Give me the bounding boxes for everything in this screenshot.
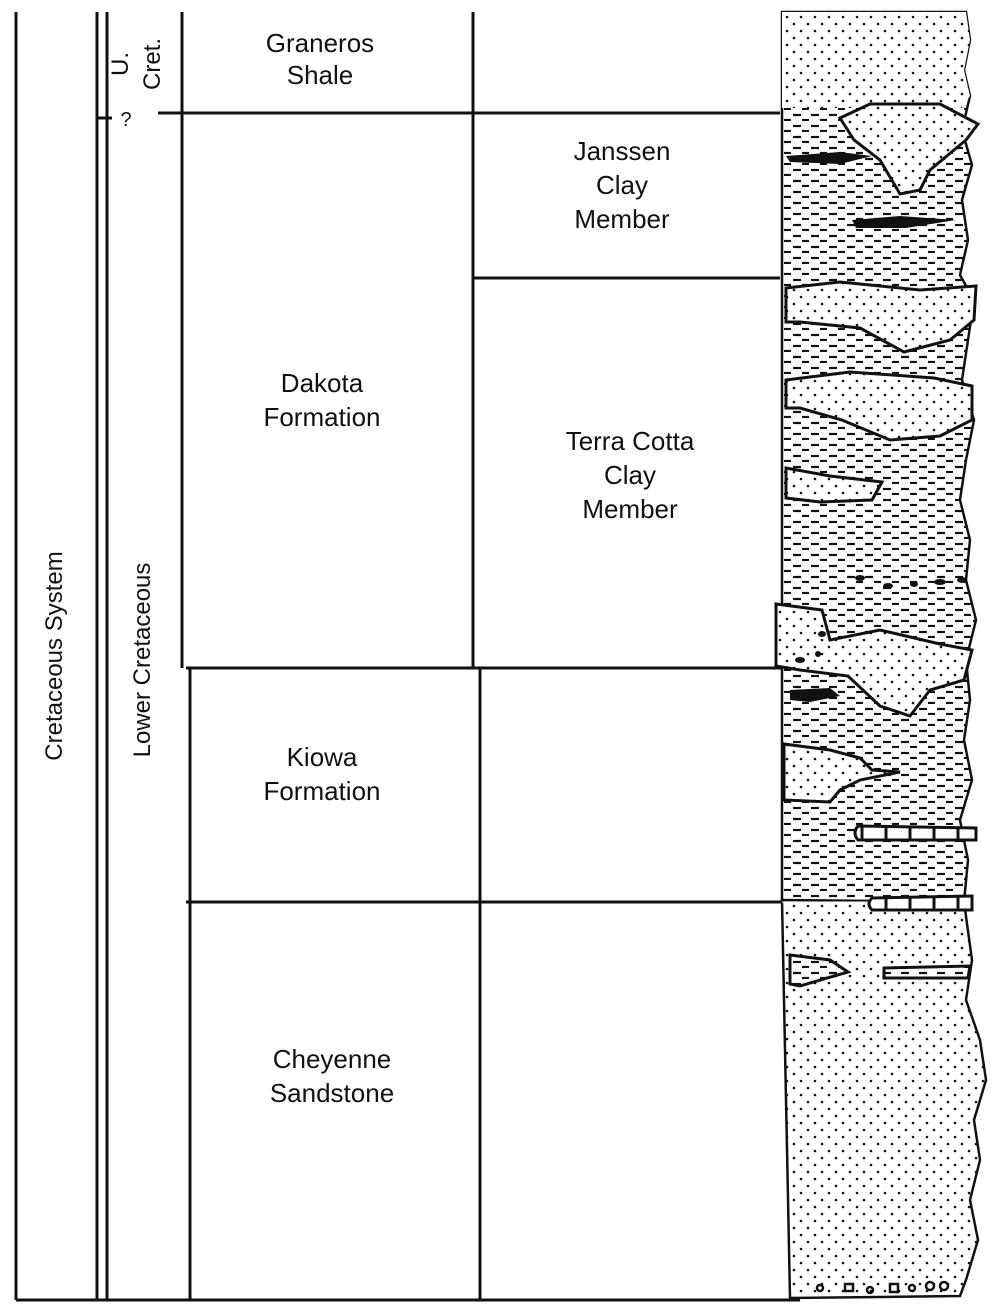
- lignite-lens-2: [852, 216, 956, 228]
- member-janssen-line-3: Member: [574, 204, 670, 234]
- member-terra-cotta-line-3: Member: [582, 494, 678, 524]
- series-upper-label-2: Cret.: [139, 38, 166, 90]
- member-terra-cotta-line-2: Clay: [604, 460, 656, 490]
- formation-graneros: Graneros Shale: [266, 28, 374, 90]
- pebble-row-upper: [795, 575, 967, 663]
- formation-kiowa-line-2: Formation: [263, 776, 380, 806]
- member-terra-cotta: Terra Cotta Clay Member: [566, 426, 695, 524]
- sand-cap: [782, 12, 970, 108]
- member-terra-cotta-line-1: Terra Cotta: [566, 426, 695, 456]
- member-janssen: Janssen Clay Member: [574, 136, 671, 234]
- shale-lens-8: [882, 964, 972, 980]
- boundary-question-mark: ?: [120, 109, 131, 131]
- sand-lens-1: [837, 102, 981, 196]
- lignite-lens-1: [786, 152, 872, 164]
- member-janssen-line-1: Janssen: [574, 136, 671, 166]
- table-grid: [14, 12, 800, 1302]
- formation-cheyenne-line-1: Cheyenne: [273, 1044, 392, 1074]
- formation-graneros-line-2: Shale: [287, 60, 354, 90]
- member-janssen-line-2: Clay: [596, 170, 648, 200]
- formation-kiowa: Kiowa Formation: [263, 742, 380, 806]
- limestone-bed-2: [867, 894, 974, 912]
- limestone-bed-1: [853, 824, 978, 842]
- lignite-lens-3: [790, 688, 840, 702]
- sand-lens-4: [784, 466, 885, 504]
- sand-lens-2: [784, 280, 978, 354]
- lithologic-column: [774, 10, 988, 1300]
- sand-lens-7: [788, 953, 852, 988]
- formation-cheyenne: Cheyenne Sandstone: [270, 1044, 394, 1108]
- series-lower-label: Lower Cretaceous: [129, 563, 156, 758]
- system-label: Cretaceous System: [41, 551, 68, 760]
- series-upper-label-1: U.: [107, 52, 134, 76]
- formation-dakota-line-1: Dakota: [281, 368, 364, 398]
- formation-kiowa-line-1: Kiowa: [287, 742, 358, 772]
- formation-dakota: Dakota Formation: [263, 368, 380, 432]
- formation-cheyenne-line-2: Sandstone: [270, 1078, 394, 1108]
- sand-lens-3: [784, 370, 974, 442]
- sand-lens-5: [774, 602, 974, 718]
- pebble-row-base: [815, 1280, 950, 1295]
- sand-lens-6: [782, 742, 901, 804]
- formation-dakota-line-2: Formation: [263, 402, 380, 432]
- formation-graneros-line-1: Graneros: [266, 28, 374, 58]
